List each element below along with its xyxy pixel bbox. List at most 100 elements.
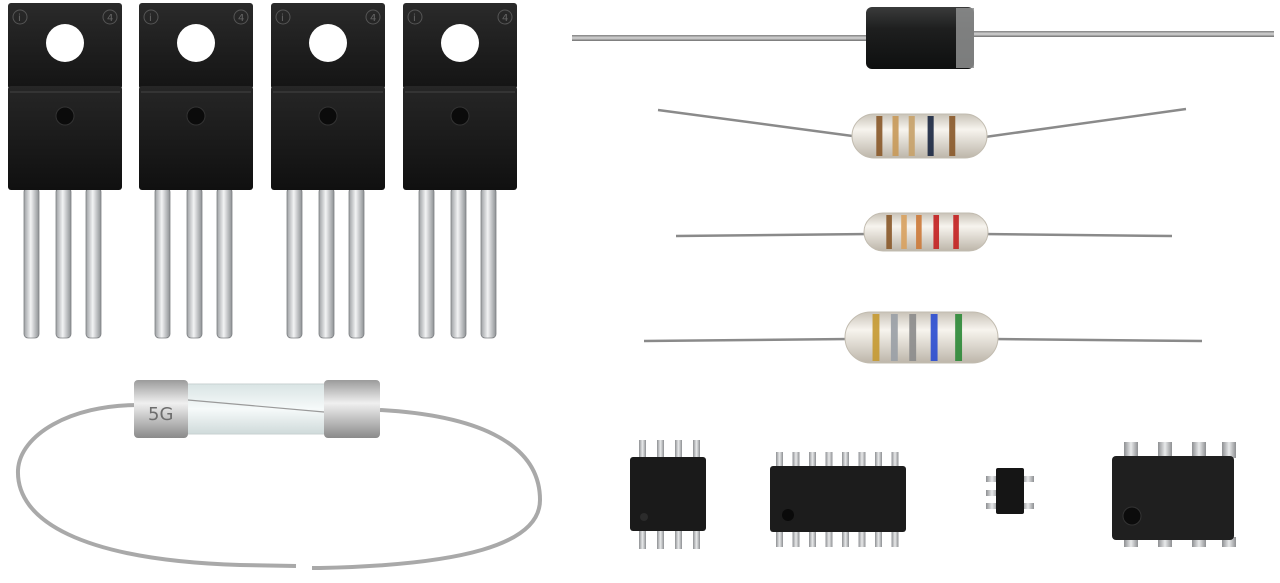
tab-marking-ring (365, 9, 381, 25)
resistor-color-band (953, 215, 959, 249)
tab-marking-ring (407, 9, 423, 25)
transistor-lead (216, 187, 233, 339)
mounting-hole (309, 24, 347, 62)
ic-pin (875, 531, 882, 547)
fuse-lead-right (312, 408, 543, 570)
resistor-lead (675, 232, 871, 238)
transistor-lead (480, 187, 497, 339)
ic-pin (1192, 537, 1206, 547)
ic-sot23 (986, 468, 1034, 514)
ic-group (630, 440, 1236, 549)
resistor-color-band (886, 215, 892, 249)
diode-lead-right (972, 31, 1274, 37)
resistor-color-band (890, 314, 898, 361)
fuse-cap-left (134, 380, 188, 438)
transistor-lead (55, 187, 72, 339)
transistor-lead (348, 187, 365, 339)
transistor-body (271, 86, 385, 190)
resistor-2 (675, 212, 1173, 252)
ic-pin (1124, 442, 1138, 458)
ic-pin (1124, 537, 1138, 547)
mounting-hole (46, 24, 84, 62)
resistor-group (643, 107, 1203, 364)
ejector-pin-mark (186, 106, 206, 126)
ic-pin (639, 440, 646, 460)
ic-pin (891, 531, 899, 547)
ic-body (996, 468, 1024, 514)
resistor-lead (981, 232, 1173, 238)
ic-pin (776, 531, 783, 547)
ic-pin (1158, 442, 1172, 458)
transistor-lead (23, 187, 40, 339)
tab-marking: 4 (502, 13, 508, 24)
fuse-cap-marking: 5G (148, 404, 173, 425)
ejector-pin-mark (450, 106, 470, 126)
ic-pin (809, 531, 816, 547)
ic-pin (875, 452, 882, 468)
ejector-pin-mark (55, 106, 75, 126)
fuse-glass (185, 383, 327, 435)
ic-pin (639, 529, 646, 549)
resistor-body (844, 311, 999, 364)
diode (572, 7, 1274, 69)
ic-pin (1022, 476, 1034, 482)
transistor-body (139, 86, 253, 190)
ic-pin (809, 452, 816, 468)
ic-pin (1222, 537, 1236, 547)
ic-body (1112, 456, 1234, 540)
fuse-element (187, 399, 325, 413)
ic-pin (825, 452, 833, 468)
glass-fuse: 5G (15, 380, 543, 570)
ic-pin (1022, 503, 1034, 509)
resistor-3 (643, 311, 1203, 364)
tab-marking-ring (143, 9, 159, 25)
tab-marking: 4 (370, 13, 376, 24)
ic-pin (825, 531, 833, 547)
ic-soic8 (630, 440, 706, 549)
resistor-color-band (933, 215, 940, 249)
resistor-color-band (927, 116, 934, 156)
ic-pin (675, 440, 682, 460)
mounting-hole (177, 24, 215, 62)
transistor-lead (154, 187, 171, 339)
transistor-body (8, 86, 122, 190)
fuse-cap-right (324, 380, 380, 438)
resistor-color-band (949, 116, 956, 156)
ejector-pin-mark (318, 106, 338, 126)
resistor-lead (991, 337, 1203, 343)
ic-pin (858, 452, 866, 468)
ic-pin (842, 531, 849, 547)
tab-marking: i (18, 13, 21, 24)
ic-pin (891, 452, 899, 468)
ic-pin (657, 529, 664, 549)
pin1-marker (640, 513, 648, 521)
ic-pin (1222, 442, 1236, 458)
resistor-color-band (955, 314, 963, 361)
tab-marking: i (149, 13, 152, 24)
ic-pin (1158, 537, 1172, 547)
resistor-color-band (876, 116, 883, 156)
tab-marking: 4 (238, 13, 244, 24)
pin1-marker (782, 509, 794, 521)
ic-pin (842, 452, 849, 468)
resistor-color-band (908, 116, 915, 156)
transistor-body (403, 86, 517, 190)
ic-body (770, 466, 906, 532)
ic-pin (693, 529, 700, 549)
ic-pin (776, 452, 783, 468)
tab-marking-ring (12, 9, 28, 25)
tab-marking-ring (233, 9, 249, 25)
ic-dip8 (1112, 442, 1236, 547)
ic-pin (986, 503, 998, 509)
ic-pin (675, 529, 682, 549)
tab-marking: 4 (107, 13, 113, 24)
ic-pin (1192, 442, 1206, 458)
ic-pin (792, 452, 800, 468)
resistor-lead (984, 107, 1187, 139)
